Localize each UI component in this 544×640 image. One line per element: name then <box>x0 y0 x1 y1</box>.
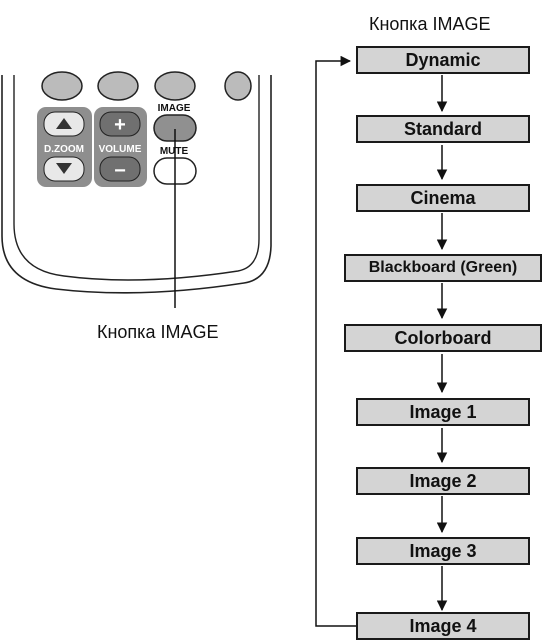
remote-inner-outline <box>13 75 260 281</box>
mode-box-standard: Standard <box>356 115 530 143</box>
mode-box-blackboard-green: Blackboard (Green) <box>344 254 542 282</box>
mode-box-image-3: Image 3 <box>356 537 530 565</box>
dzoom-label: D.ZOOM <box>44 144 84 155</box>
volume-plus-icon: + <box>114 114 126 136</box>
remote-body-outline <box>1 75 272 294</box>
remote-control-illustration: D.ZOOM + VOLUME − IMAGE MUTE <box>1 71 272 308</box>
remote-top-button-2 <box>97 71 139 101</box>
mode-box-image-2: Image 2 <box>356 467 530 495</box>
mode-box-colorboard: Colorboard <box>344 324 542 352</box>
volume-minus-icon: − <box>114 160 126 182</box>
mode-box-dynamic: Dynamic <box>356 46 530 74</box>
volume-minus-button <box>99 156 141 182</box>
remote-top-button-3 <box>154 71 196 101</box>
mute-button-label: MUTE <box>160 146 189 157</box>
volume-label: VOLUME <box>99 144 142 155</box>
volume-plus-button <box>99 111 141 137</box>
loop-return-line <box>315 55 356 627</box>
dzoom-down-arrow-icon <box>56 163 72 174</box>
top-image-button-caption: Кнопка IMAGE <box>369 14 491 34</box>
mode-box-image-1: Image 1 <box>356 398 530 426</box>
image-button-label: IMAGE <box>158 103 191 114</box>
mode-box-image-4: Image 4 <box>356 612 530 640</box>
remote-top-button-1 <box>41 71 83 101</box>
mode-box-cinema: Cinema <box>356 184 530 212</box>
dzoom-up-arrow-icon <box>56 118 72 129</box>
remote-top-button-4 <box>224 71 252 101</box>
remote-image-button-caption: Кнопка IMAGE <box>97 322 219 342</box>
